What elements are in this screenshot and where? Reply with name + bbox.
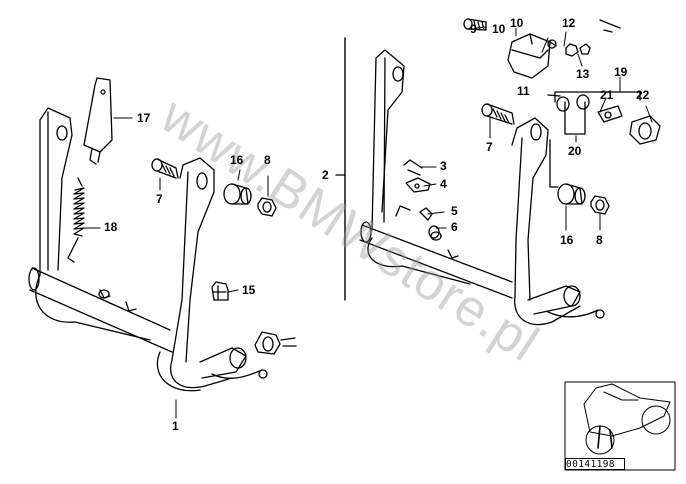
callout-19: 19 xyxy=(614,65,628,79)
callout-20: 20 xyxy=(568,144,582,158)
rubber-15 xyxy=(211,281,229,301)
bolt-7-right xyxy=(481,103,515,125)
callout-16-right: 16 xyxy=(560,233,574,247)
main-stand-left xyxy=(28,107,268,392)
callout-8-right: 8 xyxy=(596,233,603,247)
spring-18 xyxy=(67,177,85,263)
callout-16-left: 16 xyxy=(230,153,244,167)
callout-4: 4 xyxy=(440,177,447,191)
bolt-7-left xyxy=(151,158,179,179)
part-number-box xyxy=(565,458,625,470)
callout-1: 1 xyxy=(172,419,179,433)
callout-22: 22 xyxy=(636,88,650,102)
switch-10-11 xyxy=(507,33,557,79)
part-number: 00141198 xyxy=(566,459,615,470)
bolt-9 xyxy=(463,18,487,31)
end-caps-left xyxy=(254,331,297,355)
callout-6: 6 xyxy=(451,220,458,234)
callout-13: 13 xyxy=(576,67,590,81)
leader-lines xyxy=(83,26,653,419)
callout-2: 2 xyxy=(322,168,329,182)
callout-8-left: 8 xyxy=(264,153,271,167)
callout-7-left: 7 xyxy=(156,192,163,206)
bush-16-left xyxy=(223,183,252,205)
nut-8-right xyxy=(590,195,610,215)
callout-17: 17 xyxy=(137,111,151,125)
callout-7-right: 7 xyxy=(486,140,493,154)
callout-12: 12 xyxy=(562,16,576,30)
nut-12-13 xyxy=(565,19,621,57)
bush-16-right xyxy=(557,183,586,205)
callout-3: 3 xyxy=(440,159,447,173)
switch-3-4 xyxy=(403,159,431,193)
linkage-19-22 xyxy=(547,91,661,188)
nut-8-left xyxy=(257,197,277,217)
callout-11: 11 xyxy=(517,84,530,98)
callout-9: 9 xyxy=(470,22,477,36)
main-stand-right xyxy=(359,49,605,326)
callout-21: 21 xyxy=(600,88,614,102)
callout-10-upper: 10 xyxy=(510,16,524,30)
callout-15: 15 xyxy=(242,283,256,297)
callout-10-lower: 10 xyxy=(492,22,506,36)
bracket-17 xyxy=(83,77,113,165)
thumbnail-motorcycle xyxy=(564,381,676,471)
callout-18: 18 xyxy=(104,220,118,234)
callout-5: 5 xyxy=(451,204,458,218)
